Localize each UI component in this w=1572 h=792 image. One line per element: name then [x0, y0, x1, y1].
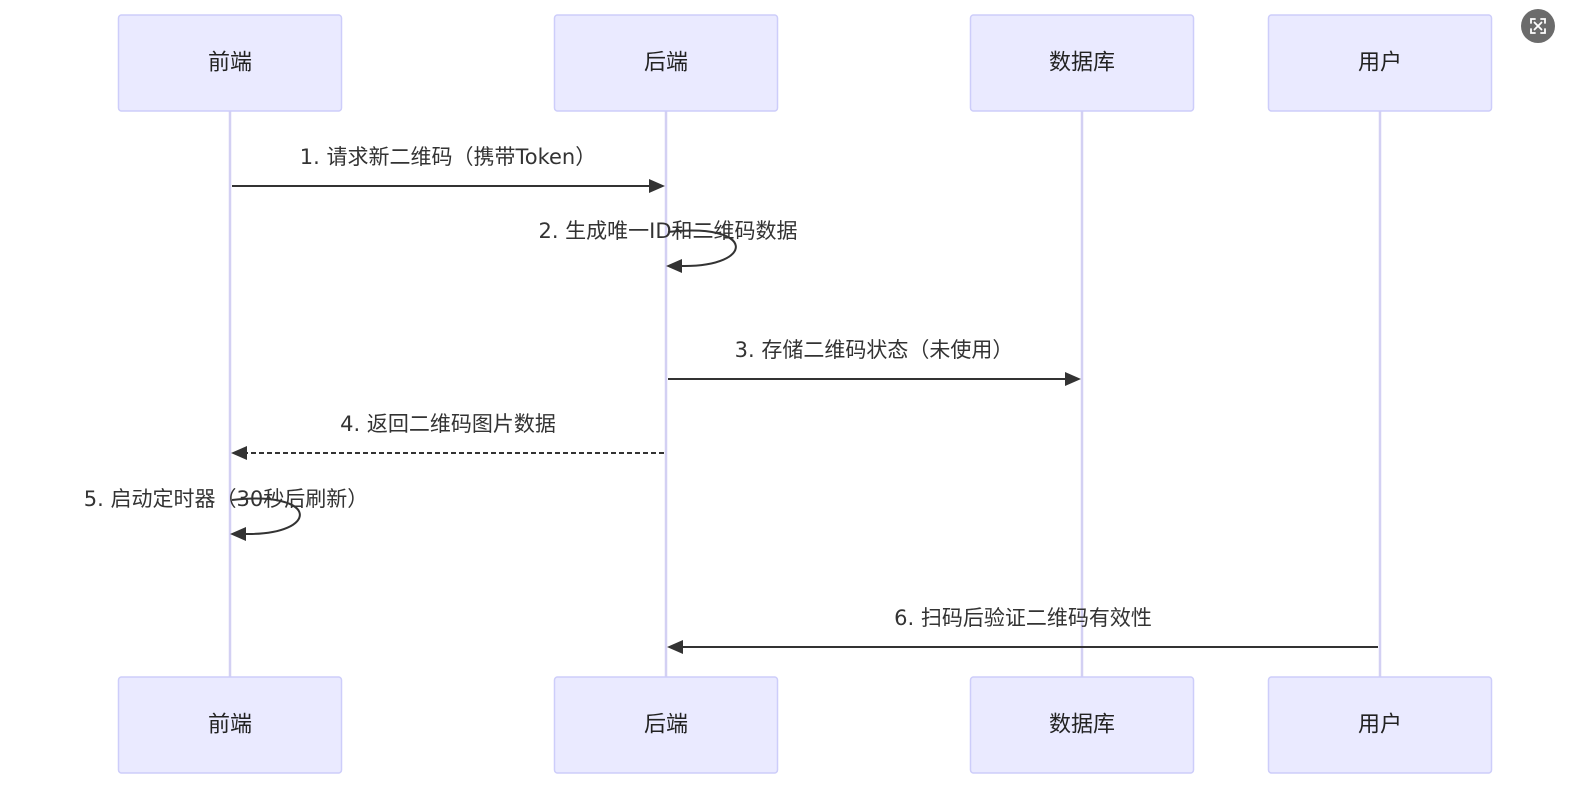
fullscreen-button[interactable] — [1521, 9, 1555, 43]
participant-box — [553, 676, 779, 774]
message-3: 3. 存储二维码状态（未使用） — [668, 338, 1081, 386]
message-label: 3. 存储二维码状态（未使用） — [735, 338, 1014, 362]
message-4: 4. 返回二维码图片数据 — [231, 412, 664, 460]
participant-frontend-top: 前端 — [117, 14, 343, 112]
arrowhead — [1065, 372, 1081, 386]
message-label: 6. 扫码后验证二维码有效性 — [894, 606, 1152, 630]
participant-label: 后端 — [644, 51, 688, 76]
participant-box — [969, 676, 1195, 774]
message-6: 6. 扫码后验证二维码有效性 — [667, 606, 1378, 654]
arrowhead — [667, 640, 683, 654]
participant-backend-top: 后端 — [553, 14, 779, 112]
participant-database-bottom: 数据库 — [969, 676, 1195, 774]
participant-label: 用户 — [1358, 713, 1402, 738]
message-label: 4. 返回二维码图片数据 — [340, 412, 556, 436]
participant-user-top: 用户 — [1267, 14, 1493, 112]
participant-backend-bottom: 后端 — [553, 676, 779, 774]
expand-icon — [1530, 18, 1546, 34]
participant-label: 数据库 — [1049, 713, 1115, 738]
message-5: 5. 启动定时器（30秒后刷新） — [84, 487, 368, 541]
message-label: 2. 生成唯一ID和二维码数据 — [538, 219, 797, 243]
participant-user-bottom: 用户 — [1267, 676, 1493, 774]
participant-label: 数据库 — [1049, 51, 1115, 76]
message-1: 1. 请求新二维码（携带Token） — [232, 145, 665, 193]
self-loop-line — [231, 497, 301, 536]
participant-label: 前端 — [208, 713, 252, 738]
participant-frontend-bottom: 前端 — [117, 676, 343, 774]
participant-box — [117, 14, 343, 112]
participant-box — [969, 14, 1195, 112]
participant-database-top: 数据库 — [969, 14, 1195, 112]
arrowhead — [230, 527, 246, 541]
participant-label: 用户 — [1358, 51, 1402, 76]
self-loop-line — [667, 229, 737, 268]
arrowhead — [231, 446, 247, 460]
participant-label: 后端 — [644, 713, 688, 738]
message-2: 2. 生成唯一ID和二维码数据 — [538, 219, 798, 273]
message-label: 5. 启动定时器（30秒后刷新） — [84, 487, 368, 511]
participant-box — [1267, 14, 1493, 112]
participant-label: 前端 — [208, 51, 252, 76]
arrowhead — [666, 259, 682, 273]
participant-box — [1267, 676, 1493, 774]
message-label: 1. 请求新二维码（携带Token） — [300, 145, 596, 169]
participant-box — [553, 14, 779, 112]
arrowhead — [649, 179, 665, 193]
participant-box — [117, 676, 343, 774]
